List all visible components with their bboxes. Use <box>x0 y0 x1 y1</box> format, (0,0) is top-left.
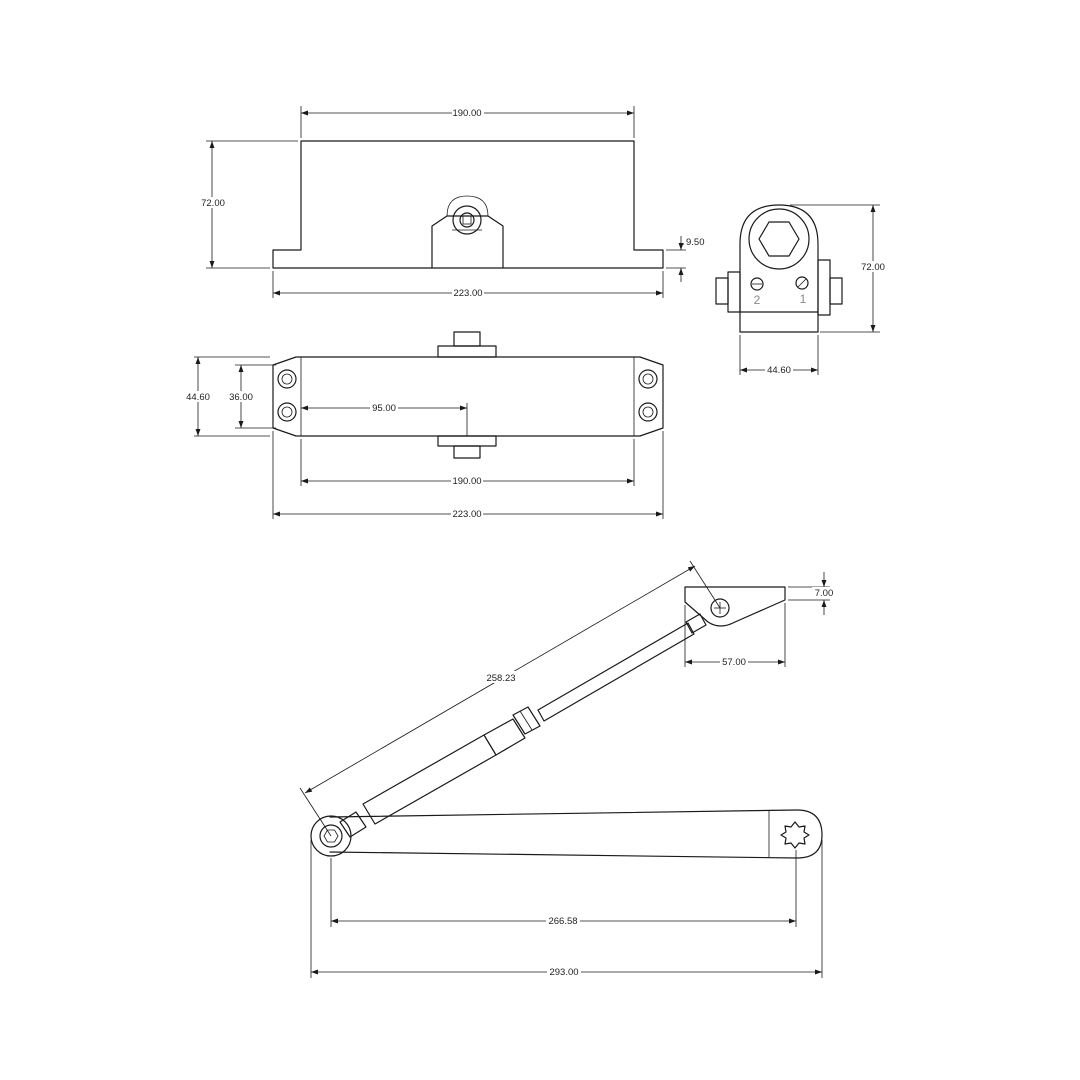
top-dim-body-width: 190.00 <box>300 439 635 487</box>
arm-dim-total-length: 293.00 <box>310 840 823 978</box>
mount-hole-icon <box>638 369 658 389</box>
valve-screw-1-icon <box>795 276 809 290</box>
dim-arm-link-length: 258.23 <box>486 673 515 684</box>
dim-top-total-width: 223.00 <box>452 509 481 520</box>
dim-front-top-width: 190.00 <box>452 108 481 119</box>
side-dim-height: 72.00 <box>790 204 887 333</box>
dim-top-pinion-offset: 95.00 <box>372 403 396 414</box>
arm-dim-center-distance: 266.58 <box>330 850 797 927</box>
dim-front-foot: 9.50 <box>686 237 705 248</box>
star-spline-icon <box>780 821 810 849</box>
top-dim-total-width: 223.00 <box>272 431 664 520</box>
pinion-circle-outer <box>452 205 482 235</box>
bracket-screw-icon <box>710 598 730 618</box>
dim-front-height: 72.00 <box>201 198 225 209</box>
arm-dim-link-length: 258.23 <box>299 560 721 837</box>
mount-hole-icon <box>277 369 297 389</box>
pinion-bottom-stub <box>437 435 497 447</box>
pinion-circle-inner <box>459 212 475 228</box>
front-dim-base-width: 223.00 <box>272 271 664 299</box>
mount-hole-icon <box>638 402 658 422</box>
dim-arm-bracket-offset: 7.00 <box>815 588 834 599</box>
valve-label-2: 2 <box>754 293 761 307</box>
forearm-sleeve <box>339 811 367 838</box>
top-dim-pinion-offset: 95.00 <box>301 402 468 436</box>
dim-top-outer-height: 44.60 <box>186 392 210 403</box>
dim-side-width: 44.60 <box>767 365 791 376</box>
side-view: 2 1 <box>715 204 843 333</box>
closer-body-front-outline <box>272 140 664 269</box>
front-dim-height: 72.00 <box>199 140 298 269</box>
dim-side-height: 72.00 <box>861 262 885 273</box>
side-base-plate <box>739 311 819 333</box>
side-body-outline <box>739 204 819 313</box>
front-dim-foot: 9.50 <box>666 236 705 282</box>
side-pinion-ring <box>748 208 810 270</box>
dim-arm-total-length: 293.00 <box>549 967 578 978</box>
hex-socket-icon <box>323 829 339 843</box>
dim-arm-center-distance: 266.58 <box>548 916 577 927</box>
valve-screw-2-icon <box>750 277 764 291</box>
forearm-tube <box>362 734 497 825</box>
top-dim-hole-spacing: 36.00 <box>227 364 276 429</box>
dim-top-hole-spacing: 36.00 <box>229 392 253 403</box>
hex-pinion-icon <box>758 221 800 257</box>
adjusting-nut <box>512 706 541 735</box>
mount-hole-icon <box>277 402 297 422</box>
arm-dim-bracket-width: 57.00 <box>684 603 786 668</box>
main-arm <box>329 809 823 859</box>
front-view <box>272 140 664 269</box>
top-dim-outer-height: 44.60 <box>184 356 270 437</box>
dim-arm-bracket-width: 57.00 <box>722 657 746 668</box>
front-dim-top-width: 190.00 <box>300 106 635 138</box>
pinion-top-stub <box>437 345 497 358</box>
threaded-rod <box>537 622 695 722</box>
dim-top-body-width: 190.00 <box>452 476 481 487</box>
arm-assembly <box>310 586 823 859</box>
valve-label-1: 1 <box>800 292 807 306</box>
arm-bracket <box>684 586 786 627</box>
dim-front-base-width: 223.00 <box>453 288 482 299</box>
top-body-outline <box>272 356 664 437</box>
top-view <box>272 331 664 459</box>
arm-dim-bracket-offset: 7.00 <box>788 572 836 615</box>
side-dim-width: 44.60 <box>739 335 819 376</box>
